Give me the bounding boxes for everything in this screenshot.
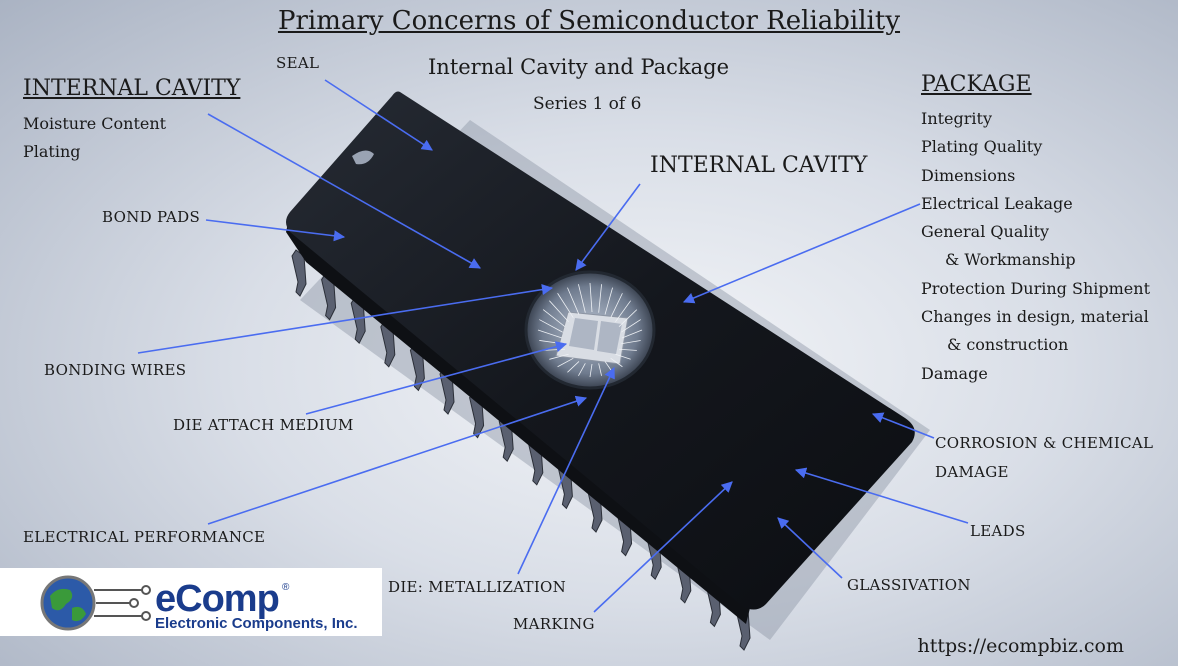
bonding-wire [589, 282, 593, 313]
bonding-wire [621, 340, 641, 345]
label-die-metallization: DIE: METALLIZATION [388, 578, 567, 596]
arrow-die-metallization [517, 366, 615, 575]
right-panel-item: & construction [947, 335, 1069, 355]
bonding-wire [621, 329, 643, 339]
left-panel-item: Plating [23, 142, 81, 162]
subtitle: Internal Cavity and Package [428, 55, 730, 79]
label-bond-pads: BOND PADS [102, 208, 201, 226]
bonding-wire [621, 319, 641, 333]
bonding-wire [549, 300, 569, 323]
label-marking: MARKING [513, 615, 595, 633]
right-panel-item: & Workmanship [945, 250, 1076, 270]
bonding-wire [610, 358, 623, 368]
arrow-electrical-performance [207, 395, 588, 525]
page-title: Primary Concerns of Semiconductor Reliab… [0, 6, 1178, 36]
right-panel-heading: PACKAGE [921, 72, 1032, 97]
right-panel-item: Protection During Shipment [921, 278, 1151, 298]
right-panel-item: General Quality [921, 222, 1050, 242]
bonding-wire [610, 293, 623, 318]
callout-arrows [137, 79, 969, 613]
bonding-wire [542, 309, 566, 328]
arrow-marking [593, 481, 733, 613]
arrow-internal-cavity-left [207, 113, 481, 269]
arrow-bond-pads [205, 219, 346, 242]
left-panel-item: Moisture Content [23, 114, 167, 133]
right-panel-item: Damage [921, 363, 988, 383]
label-corrosion: CORROSION & CHEMICAL [935, 434, 1154, 452]
bonding-wire [567, 287, 580, 315]
label-electrical-performance: ELECTRICAL PERFORMANCE [23, 528, 266, 546]
right-panel-item: Dimensions [921, 165, 1016, 185]
bonding-wire [615, 353, 631, 360]
globe-icon [40, 575, 151, 631]
chip-notch [352, 150, 374, 165]
series-label: Series 1 of 6 [533, 94, 642, 114]
label-internal-cavity: INTERNAL CAVITY [650, 153, 868, 178]
right-panel-item: Plating Quality [921, 137, 1043, 157]
bonding-wire [615, 300, 631, 323]
bonding-wire [567, 361, 580, 373]
bonding-wire [537, 329, 563, 339]
right-panel-item: Electrical Leakage [921, 193, 1073, 213]
right-panel-list: Integrity Plating Quality Dimensions Ele… [921, 105, 1150, 388]
arrow-package [682, 203, 921, 304]
bonding-wire [589, 363, 593, 378]
right-panel-item: Changes in design, material [921, 307, 1149, 327]
arrow-seal [324, 79, 433, 151]
bonding-wire [557, 357, 574, 368]
bonding-wire [598, 363, 602, 376]
arrow-glassivation [777, 517, 843, 579]
label-bonding-wires: BONDING WIRES [44, 361, 187, 379]
bonding-wire [619, 348, 637, 351]
right-panel-item: Integrity [921, 109, 992, 128]
bonding-wire [598, 284, 602, 313]
logo-brand: eComp [155, 578, 280, 620]
label-die-attach-medium: DIE ATTACH MEDIUM [173, 416, 354, 434]
arrow-corrosion [871, 412, 935, 439]
label-leads: LEADS [970, 522, 1026, 540]
bonding-wire [557, 293, 574, 318]
lead-pin [291, 249, 307, 297]
bonding-wire [618, 309, 638, 328]
arrow-leads [794, 467, 969, 524]
left-panel-heading: INTERNAL CAVITY [23, 76, 241, 101]
logo-tagline: Electronic Components, Inc. [155, 615, 358, 632]
bonding-wire [539, 319, 563, 333]
arrow-die-attach [305, 341, 568, 415]
label-seal: SEAL [276, 54, 320, 72]
die [555, 311, 629, 365]
logo-registered: ® [282, 582, 290, 593]
arrow-bonding-wires [137, 284, 554, 354]
bonding-wire [578, 363, 586, 377]
bonding-wire [578, 284, 586, 313]
left-panel-list: Moisture Content Plating [23, 110, 166, 167]
page-title-text: Primary Concerns of Semiconductor Reliab… [277, 6, 901, 36]
bonding-wire [549, 353, 569, 360]
website-url[interactable]: https://ecompbiz.com [917, 635, 1124, 657]
label-corrosion-cont: DAMAGE [935, 463, 1009, 481]
label-glassivation: GLASSIVATION [847, 576, 971, 594]
bonding-wire [604, 287, 613, 315]
arrow-internal-cavity [575, 183, 641, 271]
